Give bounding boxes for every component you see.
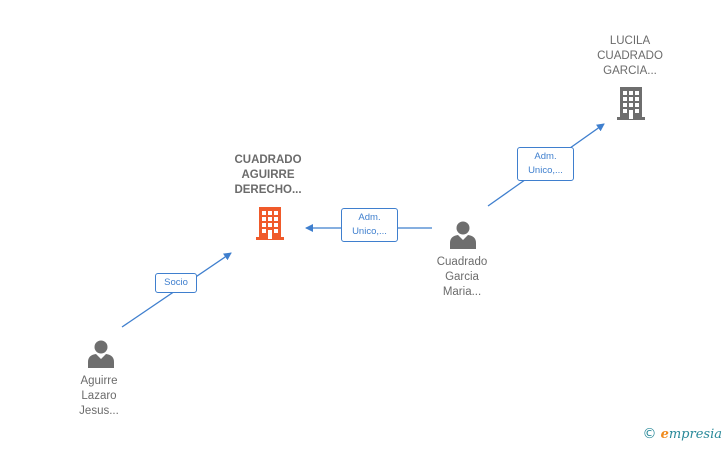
person-icon[interactable] xyxy=(448,219,478,249)
building-icon[interactable] xyxy=(615,85,647,121)
copyright-symbol: © xyxy=(642,426,657,442)
edge-label-socio[interactable]: Socio xyxy=(155,273,197,293)
edge-label-adm-main-line-2: Unico,... xyxy=(352,226,387,237)
person-icon[interactable] xyxy=(86,338,116,368)
company-lucila-label-line-1: LUCILA xyxy=(609,35,651,47)
edge-label-socio-text: Socio xyxy=(164,277,188,288)
edge-label-adm-lucila[interactable]: Adm. Unico,... xyxy=(517,147,574,181)
empresia-watermark: © empresia xyxy=(642,426,722,442)
company-main-label-line-2: AGUIRRE xyxy=(241,169,295,181)
company-lucila-label[interactable]: LUCILA CUADRADO GARCIA... xyxy=(580,34,680,79)
person-aguirre-label-line-2: Lazaro xyxy=(81,390,117,402)
edge-label-adm-main-line-1: Adm. xyxy=(358,212,381,223)
edge-label-adm-main[interactable]: Adm. Unico,... xyxy=(341,208,398,242)
company-main-label-line-3: DERECHO... xyxy=(234,184,302,196)
person-cuadrado-label[interactable]: Cuadrado Garcia Maria... xyxy=(412,255,512,300)
person-cuadrado-label-line-3: Maria... xyxy=(442,286,482,298)
building-icon[interactable] xyxy=(254,205,286,241)
person-aguirre-label-line-1: Aguirre xyxy=(80,375,118,387)
company-main-label[interactable]: CUADRADO AGUIRRE DERECHO... xyxy=(218,153,318,198)
person-cuadrado-label-line-2: Garcia xyxy=(445,271,479,283)
brand-initial: e xyxy=(660,427,669,442)
brand-name: mpresia xyxy=(668,427,722,442)
company-lucila-label-line-3: GARCIA... xyxy=(603,65,657,77)
company-lucila-label-line-2: CUADRADO xyxy=(597,50,663,62)
person-cuadrado-label-line-1: Cuadrado xyxy=(436,256,488,268)
edge-label-adm-lucila-line-1: Adm. xyxy=(534,151,557,162)
edge-label-adm-lucila-line-2: Unico,... xyxy=(528,165,563,176)
person-aguirre-label-line-3: Jesus... xyxy=(79,405,119,417)
company-main-label-line-1: CUADRADO xyxy=(234,154,302,166)
person-aguirre-label[interactable]: Aguirre Lazaro Jesus... xyxy=(49,374,149,419)
